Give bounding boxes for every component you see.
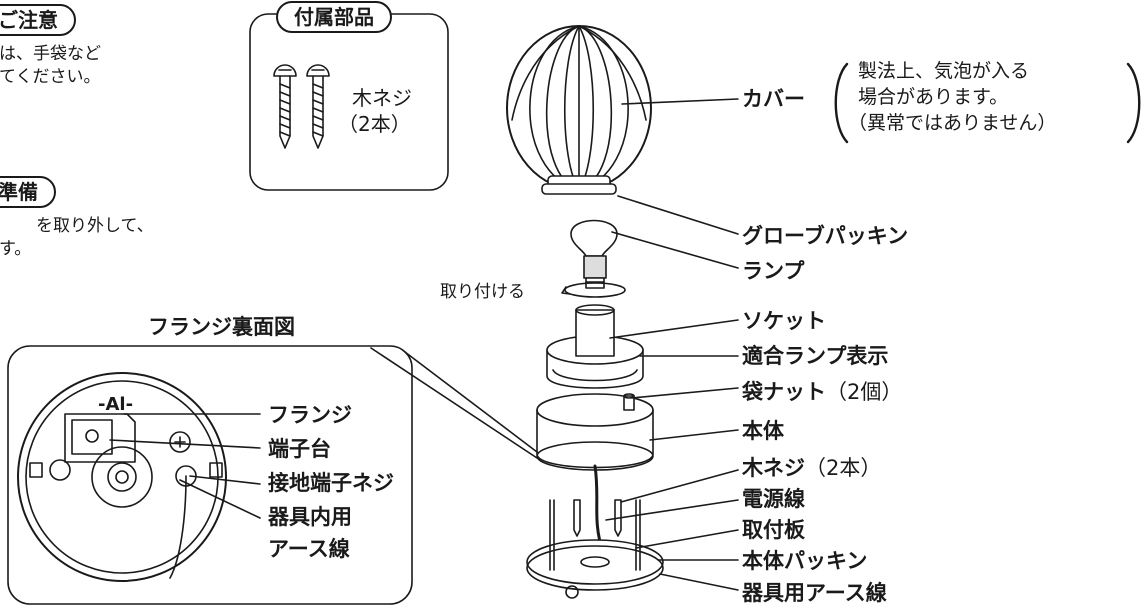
accessory-screw-name: 木ネジ: [352, 86, 412, 110]
part-label-wood-screw-count: （2本）: [805, 456, 882, 480]
flange-label-internal-ground-2: アース線: [268, 537, 350, 561]
part-label-wood-screw-row: 木ネジ（2本）: [742, 452, 881, 482]
part-label-globe-packing: グローブパッキン: [742, 224, 909, 248]
socket: [546, 304, 644, 389]
caution-text-line1: は、手袋など: [0, 44, 101, 64]
flange-inset-box: [7, 345, 413, 605]
screw-icon: [306, 64, 330, 149]
part-label-lamp: ランプ: [742, 259, 805, 283]
flange-mark: -Al-: [98, 394, 134, 415]
part-label-mount-plate: 取付板: [742, 518, 805, 542]
mount-plate: [526, 499, 664, 599]
flange-label-flange: フランジ: [268, 403, 352, 427]
flange-label-internal-ground-1: 器具内用: [268, 505, 352, 529]
lamp-body: [536, 393, 654, 471]
part-label-wood-screw: 木ネジ: [742, 456, 805, 480]
flange-label-terminal-block: 端子台: [268, 437, 331, 461]
flange-title: フランジ裏面図: [148, 315, 295, 339]
caution-text-line2: てください。: [0, 67, 101, 87]
flange-drawing: [17, 372, 227, 582]
cover-note-line2: 場合があります。: [858, 86, 1009, 108]
screw-icon: [273, 64, 297, 149]
prep-text-line1: を取り外して、: [36, 216, 154, 236]
part-label-socket: ソケット: [742, 309, 826, 333]
prep-text-line2: す。: [0, 239, 32, 259]
cover-globe: [506, 25, 652, 195]
accessory-screw-count: （2本）: [338, 112, 411, 136]
cover-note-line3: （異常ではありません）: [848, 112, 1057, 134]
part-label-body: 本体: [742, 419, 784, 443]
accessories-heading: 付属部品: [276, 1, 392, 33]
part-label-cap-nut-row: 袋ナット（2個）: [742, 376, 902, 406]
part-label-cap-nut-count: （2個）: [826, 380, 903, 404]
prep-heading: 準備: [0, 176, 56, 208]
caution-heading: ご注意: [0, 4, 76, 36]
part-label-ground-wire: 器具用アース線: [742, 581, 887, 605]
part-label-cover: カバー: [742, 87, 805, 111]
part-label-cap-nut: 袋ナット: [742, 380, 826, 404]
flange-label-ground-screw: 接地端子ネジ: [268, 471, 394, 495]
part-label-power-cable: 電源線: [742, 487, 805, 511]
part-label-body-packing: 本体パッキン: [742, 549, 868, 573]
wood-screws: [573, 499, 622, 537]
rotate-arrow-icon: [561, 282, 626, 298]
cover-note-line1: 製法上、気泡が入る: [858, 60, 1030, 82]
lamp-bulb: [570, 219, 618, 289]
install-instruction: 取り付ける: [440, 282, 525, 302]
part-label-lamp-display: 適合ランプ表示: [742, 344, 889, 368]
